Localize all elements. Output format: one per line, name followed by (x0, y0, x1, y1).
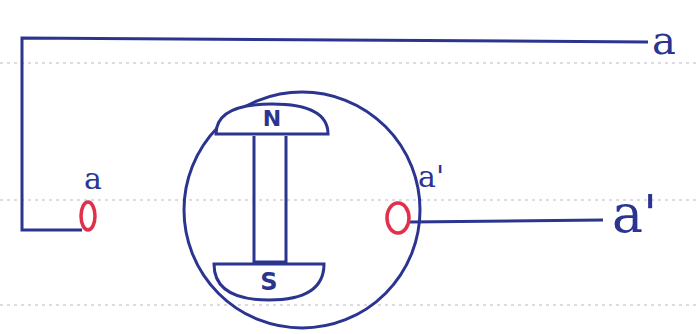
coil-a (81, 202, 95, 230)
terminal-label: a (652, 20, 676, 60)
wire-a-prime (410, 220, 603, 222)
coil-label: a (84, 164, 102, 194)
pole-letter: N (263, 108, 281, 130)
coil-label: a' (418, 162, 444, 192)
pole-piece: N (214, 102, 330, 136)
pole-letter: S (260, 270, 277, 294)
coil-a-prime (387, 203, 409, 233)
wire-a (22, 38, 648, 230)
notebook-rule (0, 63, 699, 305)
rotor-shaft (254, 136, 286, 262)
stator-circle (184, 92, 420, 328)
pole-piece: S (212, 262, 326, 302)
terminal-label: a' (612, 188, 657, 240)
